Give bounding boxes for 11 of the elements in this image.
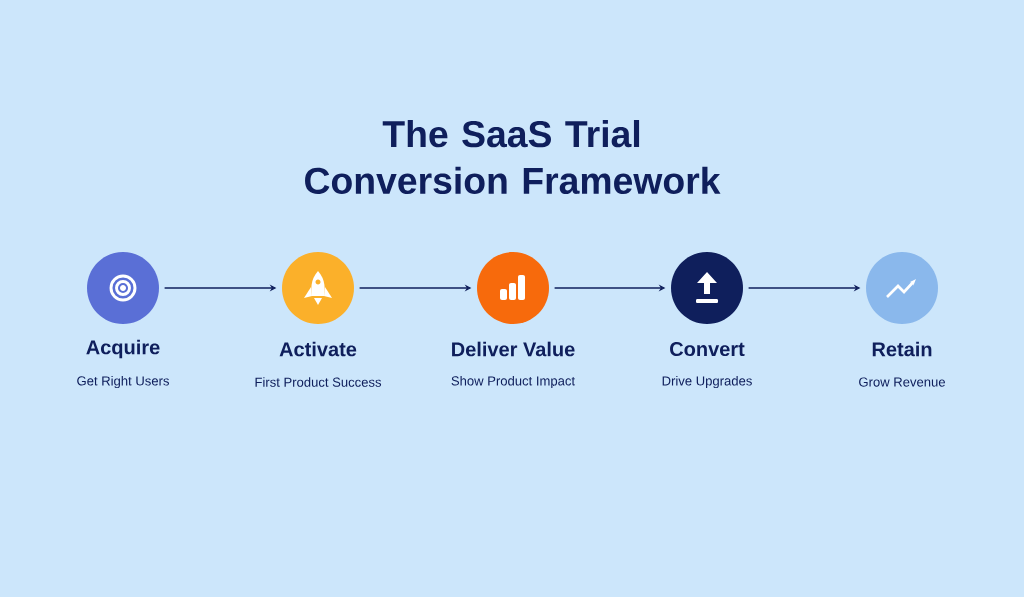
stage-subtitle: Get Right Users — [77, 375, 169, 389]
stage-title: Deliver Value — [452, 341, 575, 357]
stage-title: Convert — [670, 341, 745, 357]
stage-subtitle: First Product Success — [255, 377, 382, 387]
stage-title: Acquire — [86, 339, 160, 359]
title: The SaaS Trial Conversion Framework — [305, 120, 721, 195]
stage-subtitle: Grow Revenue — [859, 377, 945, 387]
stage-subtitle: Drive Upgrades — [662, 375, 752, 389]
stage-title: Activate — [279, 341, 357, 357]
stage-title: Retain — [872, 341, 932, 357]
stage-subtitle: Show Product Impact — [451, 375, 575, 389]
